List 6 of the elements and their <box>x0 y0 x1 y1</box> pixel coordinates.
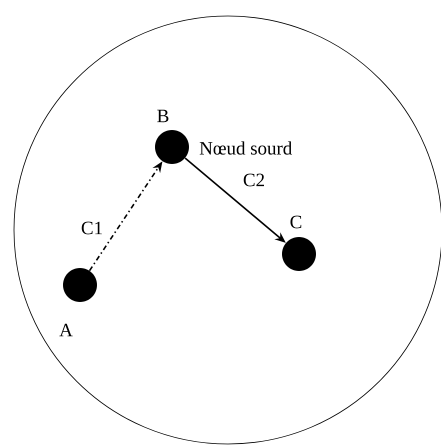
node-label: C <box>290 216 302 228</box>
edge-label: C2 <box>242 172 266 188</box>
node-label: B <box>157 110 168 122</box>
edge-label: C1 <box>80 220 104 236</box>
node-caption: Nœud sourd <box>200 141 292 155</box>
node-label: A <box>59 324 73 336</box>
